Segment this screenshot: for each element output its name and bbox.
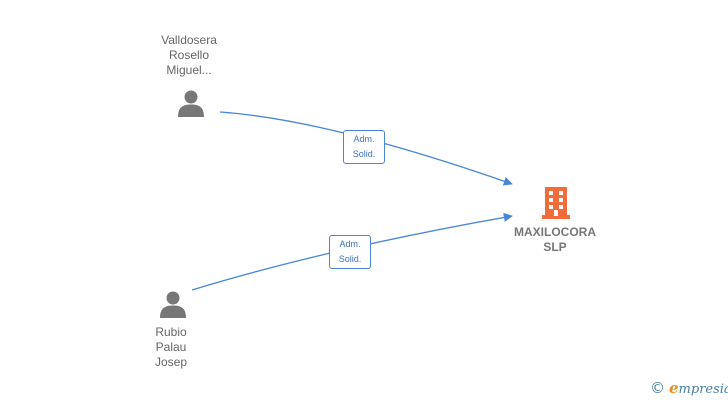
relation-label-line: Adm.	[339, 239, 361, 249]
person-icon[interactable]	[158, 289, 188, 319]
copyright-icon: ©	[650, 379, 665, 397]
person-name-line: Josep	[154, 355, 188, 369]
person-node-label: Valldosera Rosello Miguel...	[139, 33, 239, 78]
person-name-line: Rubio	[155, 325, 187, 339]
person-name-line: Valldosera	[161, 33, 217, 47]
relation-label-box[interactable]: Adm. Solid.	[343, 130, 385, 164]
person-name-line: Miguel...	[166, 63, 212, 77]
person-name-line: Rosello	[168, 48, 210, 62]
relation-label-line: Solid.	[352, 149, 376, 159]
building-icon[interactable]	[540, 185, 572, 219]
brand-rest: mpresia	[678, 382, 728, 397]
person-node-label: Rubio Palau Josep	[121, 325, 221, 370]
brand-name: empresia	[669, 379, 728, 397]
company-name-line: SLP	[543, 240, 567, 254]
person-name-line: Palau	[155, 340, 187, 354]
company-name-line: MAXILOCORA	[514, 225, 596, 239]
person-icon[interactable]	[176, 88, 206, 118]
company-node-label: MAXILOCORA SLP	[499, 225, 611, 255]
relation-label-box[interactable]: Adm. Solid.	[329, 235, 371, 269]
brand-initial: e	[669, 379, 679, 397]
empresia-brand: © empresia	[650, 378, 728, 398]
relation-label-line: Adm.	[353, 134, 375, 144]
relation-label-line: Solid.	[338, 254, 362, 264]
